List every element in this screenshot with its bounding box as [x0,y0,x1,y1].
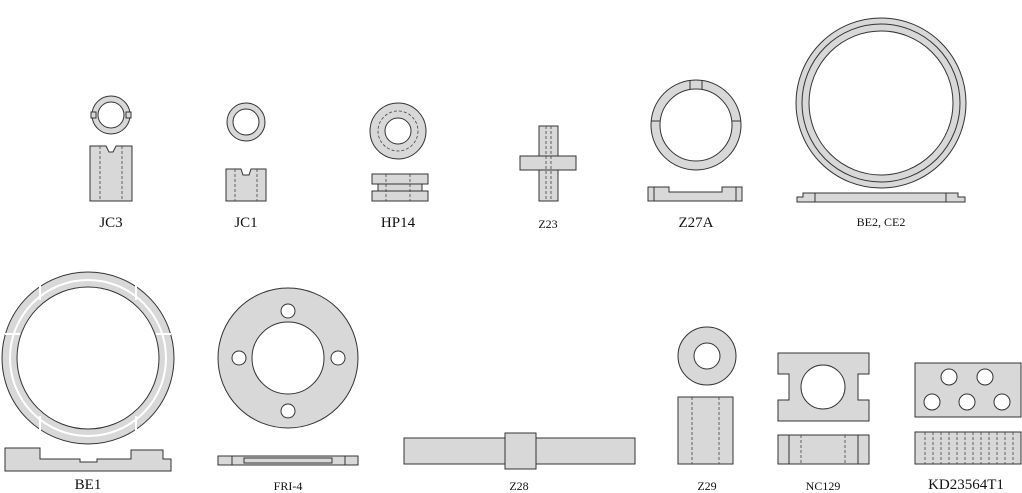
part-z27a-drawing [647,79,743,202]
part-z28-drawing [403,432,636,470]
part-jc1-drawing [225,102,267,202]
part-be2ce2-drawing [795,17,967,203]
part-label-z23: Z23 [538,217,558,231]
part-z29-drawing [677,326,737,465]
part-z23-drawing [519,125,577,202]
part-label-z29: Z29 [697,479,717,493]
part-jc3-drawing [89,95,133,202]
part-label-nc129: NC129 [805,479,841,493]
part-label-z27a: Z27A [678,215,714,231]
part-fri4-drawing [217,287,359,466]
part-kd23564t1-drawing [914,362,1022,465]
part-label-jc3: JC3 [99,215,123,231]
part-be1-drawing [1,270,175,472]
part-label-hp14: HP14 [380,215,416,231]
part-label-be1: BE1 [74,477,102,493]
part-label-kd23564t1: KD23564T1 [928,477,1004,493]
part-label-be2ce2: BE2, CE2 [856,215,906,229]
part-label-fri4: FRI-4 [273,479,303,493]
part-nc129-drawing [777,352,870,465]
part-hp14-drawing [369,102,429,202]
part-label-jc1: JC1 [234,215,258,231]
part-label-z28: Z28 [509,479,529,493]
